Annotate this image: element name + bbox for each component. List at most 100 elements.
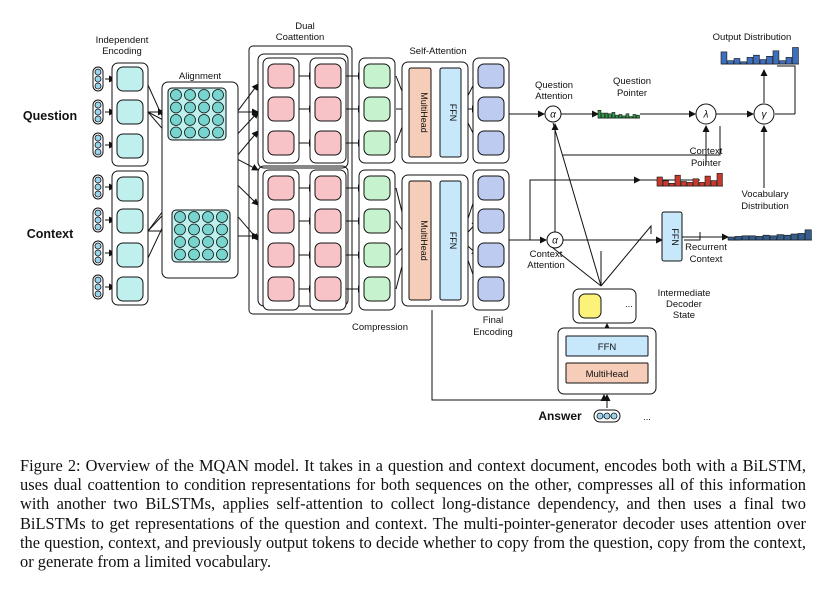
alignment-weight-circle [198, 126, 210, 139]
alignment-weight-circle [212, 89, 224, 101]
alignment-weight-circle [184, 101, 196, 114]
output-distribution-bar [746, 57, 754, 65]
mqan-architecture-diagram: IndependentEncodingAlignmentDualCoattent… [23, 21, 812, 423]
independent-encoding-label: Independent [96, 35, 149, 46]
intermediate-decoder-state-label: Intermediate [658, 288, 711, 299]
output-distribution-bar [772, 50, 780, 65]
question-pointer-bar [611, 112, 616, 119]
context-self-attention-ffn [439, 180, 462, 301]
ffn-label: FFN [448, 232, 458, 250]
context-compression-container [358, 169, 396, 311]
alignment-weight-circle [198, 101, 210, 114]
context-encoder-cell [116, 276, 144, 302]
question-pointer-bar [618, 114, 623, 119]
token-circle [94, 216, 102, 224]
token-circle [610, 412, 618, 420]
intermediate-decoder-state-label: State [673, 310, 695, 321]
context-coattention-lstm-cell [314, 175, 342, 201]
alignment-weight-circle [174, 236, 186, 248]
token-circle [94, 290, 102, 298]
alignment-weight-circle [170, 114, 182, 126]
alignment-weight-circle [188, 223, 200, 236]
token-circle [94, 283, 102, 291]
context-pointer-bar [668, 183, 675, 187]
context-attention-label: Context [530, 249, 563, 260]
vocabulary-distribution-label: Distribution [741, 201, 789, 212]
context-pointer-bar [662, 180, 669, 187]
arrow [552, 122, 602, 287]
decoder-ellipsis: ... [625, 299, 633, 309]
alignment-weight-circle [216, 236, 228, 248]
question-pointer-bar [601, 112, 605, 119]
self-attention-label: Self-Attention [409, 46, 466, 57]
context-pointer-bar [716, 173, 723, 187]
vocabulary-distribution-bar [797, 233, 805, 241]
alignment-weight-circle [202, 223, 214, 236]
ffn-label: FFN [670, 228, 680, 246]
context-compression-cell [363, 208, 391, 234]
output-distribution-bar [740, 61, 747, 65]
diagram-blocks [92, 45, 775, 423]
decoder-multihead [565, 362, 649, 384]
final-encoding-label: Final [483, 315, 504, 326]
vocabulary-distribution-label: Vocabulary [741, 189, 788, 200]
question-compression-cell [363, 96, 391, 122]
recurrent-context-label: Context [690, 254, 723, 265]
dual-coattention-label: Dual [295, 21, 315, 32]
distribution-bar-charts [597, 47, 812, 241]
context-pointer-bar [656, 176, 663, 187]
token-circle [94, 75, 102, 83]
question-compression-cell [363, 130, 391, 156]
token-circle [603, 412, 611, 420]
arrow [562, 126, 721, 156]
output-distribution-bar [766, 55, 773, 65]
context-pointer-label: Pointer [691, 158, 721, 169]
context-pointer-bar [692, 178, 699, 187]
token-circle [94, 141, 102, 149]
question-pointer-bar [597, 110, 602, 119]
alignment-weight-circle [212, 101, 224, 114]
context-label: Context [27, 227, 74, 241]
context-pointer-bar [686, 182, 693, 187]
question-final-encoding-cell [477, 130, 505, 156]
vocabulary-distribution-bar [804, 229, 812, 241]
alignment-weight-circle [184, 89, 196, 101]
context-pointer-label: Context [690, 146, 723, 157]
output-distribution-bar [779, 60, 786, 65]
question-encoder-cell [116, 99, 144, 125]
context-coattention-container [262, 169, 300, 311]
question-pointer-bar [615, 114, 619, 119]
context-coattention-cell [267, 175, 295, 201]
question-encoder-cell [116, 66, 144, 92]
context-attention-label: Attention [527, 260, 565, 271]
token-circle [94, 101, 102, 109]
question-attention-label: Attention [535, 91, 573, 102]
question-pointer-bar [604, 112, 609, 119]
token-circle [94, 242, 102, 250]
context-pointer-bar [710, 180, 717, 187]
answer-ellipsis: ... [643, 412, 651, 422]
token-circle [94, 190, 102, 198]
question-self-attention-multihead [408, 67, 432, 158]
question-compression-cell [363, 63, 391, 89]
alignment-weight-circle [184, 126, 196, 139]
context-compression-cell [363, 276, 391, 302]
output-distribution-bar [792, 47, 799, 65]
ffn-label: FFN [448, 104, 458, 122]
coattention-group-context [257, 165, 349, 307]
token-circle [94, 82, 102, 90]
decoder-ffn [565, 335, 649, 357]
alignment-weight-circle [198, 114, 210, 126]
self-attention-to-decoder-line [431, 310, 604, 401]
recurrent-context-label: Recurrent [685, 242, 727, 253]
context-final-encoding-cell [477, 208, 505, 234]
token-circle [94, 276, 102, 284]
question-attention-node [544, 105, 562, 123]
context-encoder-cell [116, 176, 144, 202]
output-distribution-bar [727, 60, 734, 65]
alignment-weight-circle [174, 223, 186, 236]
context-pointer-bar [674, 174, 681, 187]
context-alignment-matrix [171, 209, 231, 263]
context-coattention-lstm-cell [314, 276, 342, 302]
vocabulary-distribution-bar [783, 234, 791, 241]
